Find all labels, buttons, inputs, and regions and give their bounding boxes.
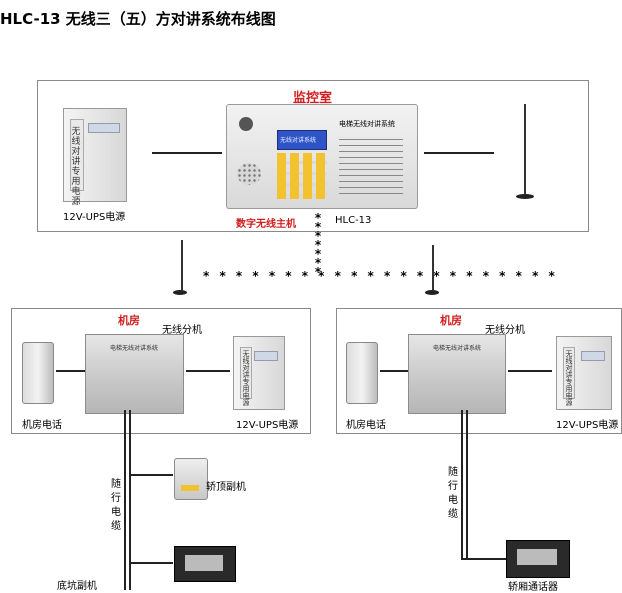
left-machine-phone-icon: [22, 342, 54, 404]
right-cable-label: 随行电缆: [448, 467, 458, 520]
pit-unit-label: 底坑副机: [57, 581, 97, 592]
wireless-host-label: 数字无线主机: [236, 219, 296, 230]
right-traveling-cable-2: [466, 410, 468, 560]
left-unit-front-text: 电梯无线对讲系统: [110, 345, 159, 352]
machine-room-left-title: 机房: [118, 314, 140, 327]
right-antenna-icon: [432, 245, 434, 290]
left-cable-to-pit: [129, 562, 173, 564]
right-machine-phone-icon: [346, 342, 378, 404]
link-right-phone-unit: [380, 370, 408, 372]
host-keypad: [277, 153, 327, 199]
host-lcd-text: 无线对讲系统: [280, 137, 317, 144]
right-ups-label: 12V-UPS电源: [556, 420, 619, 431]
link-ups-host: [152, 152, 222, 154]
monitor-antenna-base: [516, 194, 534, 199]
speaker-grille-icon: [237, 163, 261, 185]
right-wireless-unit-device: 电梯无线对讲系统: [408, 334, 506, 414]
left-unit-label: 无线分机: [162, 325, 202, 336]
link-left-unit-ups: [186, 370, 230, 372]
right-phone-label: 机房电话: [346, 420, 386, 431]
host-model-label: HLC-13: [335, 215, 372, 226]
monitor-antenna-icon: [524, 104, 526, 194]
wireless-signal-horizontal: * * * * * * * * * * * * * * * * * * * * …: [203, 269, 558, 283]
link-host-antenna: [424, 152, 494, 154]
right-unit-front-text: 电梯无线对讲系统: [433, 345, 482, 352]
wireless-signal-vertical: *******: [314, 211, 322, 279]
right-antenna-base: [425, 290, 439, 295]
right-ups-front-text: 无线对讲专用电源: [565, 350, 573, 407]
car-top-label: 轿顶副机: [206, 482, 246, 493]
link-right-unit-ups: [508, 370, 552, 372]
link-left-phone-unit: [56, 370, 86, 372]
right-unit-label: 无线分机: [485, 325, 525, 336]
host-lcd-screen: 无线对讲系统: [277, 130, 327, 150]
monitor-room-title: 监控室: [293, 91, 333, 106]
right-cable-to-car: [461, 558, 507, 560]
left-cable-label: 随行电缆: [111, 479, 121, 532]
car-intercom-label: 轿厢通话器: [508, 582, 558, 593]
host-instruction-lines: [339, 139, 403, 197]
right-ups-device: 无线对讲专用电源: [556, 336, 612, 410]
left-antenna-base: [173, 290, 187, 295]
monitor-ups-device: 无线对讲专用电源: [63, 108, 127, 207]
left-antenna-icon: [181, 240, 183, 290]
car-top-unit-device: [174, 458, 208, 500]
host-panel-title: 电梯无线对讲系统: [339, 120, 395, 128]
diagram-title: HLC-13 无线三（五）方对讲系统布线图: [0, 10, 276, 28]
right-traveling-cable: [461, 410, 463, 560]
car-intercom-device: [506, 540, 570, 578]
left-ups-front-text: 无线对讲专用电源: [242, 350, 250, 407]
pit-unit-device: [174, 546, 236, 582]
left-cable-to-cartop: [129, 474, 173, 476]
monitor-ups-label: 12V-UPS电源: [63, 212, 126, 223]
left-traveling-cable-2: [129, 410, 131, 590]
left-ups-label: 12V-UPS电源: [236, 420, 299, 431]
left-traveling-cable: [124, 410, 126, 590]
left-wireless-unit-device: 电梯无线对讲系统: [85, 334, 184, 414]
machine-room-right-title: 机房: [440, 314, 462, 327]
wireless-host-device: 无线对讲系统 电梯无线对讲系统: [226, 104, 418, 209]
monitor-ups-front-text: 无线对讲专用电源: [71, 127, 81, 207]
host-logo-icon: [239, 117, 253, 131]
left-ups-device: 无线对讲专用电源: [233, 336, 285, 410]
left-phone-label: 机房电话: [22, 420, 62, 431]
